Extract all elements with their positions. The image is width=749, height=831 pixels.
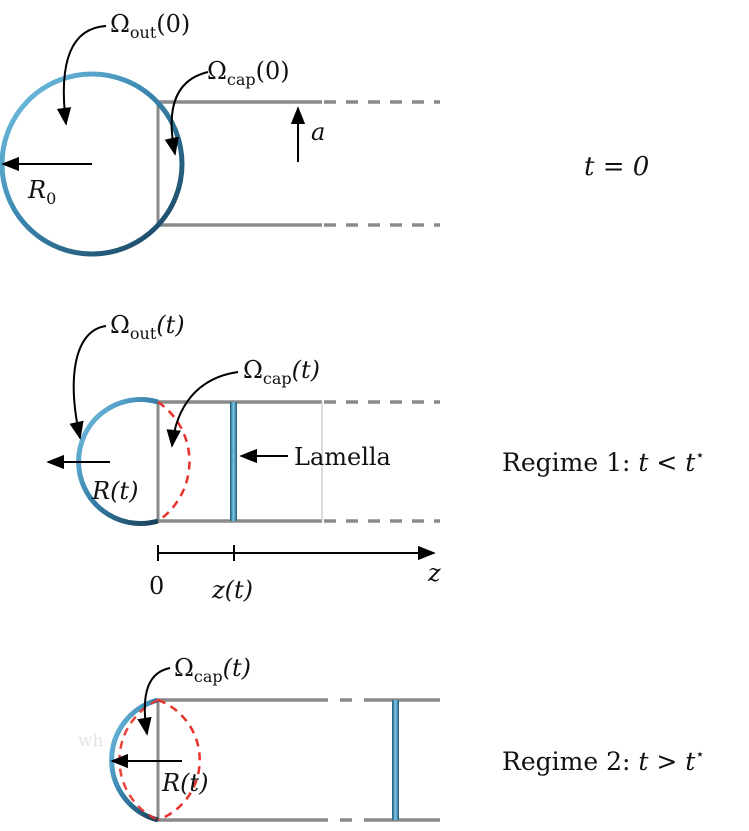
state-label-t0: t = 0 [584, 152, 649, 182]
z-axis: 0 z(t) z [149, 545, 441, 604]
omega-cap-label: Ωcap(t) [174, 654, 251, 686]
omega-out-pointer [69, 325, 107, 440]
stray-text: wh [78, 731, 104, 751]
z-axis-end-label: z [427, 559, 441, 587]
a-label: a [311, 118, 325, 146]
panel-t0: R0 a Ωout(0) Ωcap(0) t = 0 [0, 10, 649, 257]
panel-regime2: R(t) wh Ωcap(t) Regime 2: t > t⋆ [78, 654, 705, 823]
omega-cap-pointer [137, 667, 171, 736]
state-label-regime1: Regime 1: t < t⋆ [502, 446, 705, 477]
capillary-tube [156, 100, 440, 227]
lamella [230, 402, 237, 521]
omega-cap-pointer [164, 71, 209, 156]
lamella-label: Lamella [294, 443, 391, 471]
radius-label: R(t) [161, 769, 208, 797]
radius-label: R0 [27, 176, 56, 208]
state-label-regime2: Regime 2: t > t⋆ [502, 745, 705, 776]
omega-cap-pointer [166, 371, 239, 448]
omega-cap-label: Ωcap(t) [243, 356, 320, 388]
capillary-tube [156, 400, 440, 523]
omega-cap-label: Ωcap(0) [207, 57, 290, 89]
omega-out-label: Ωout(t) [110, 311, 185, 343]
radius-label: R(t) [91, 477, 138, 505]
cap-interface-dashed [157, 698, 201, 822]
cap-interface-dashed [157, 400, 191, 523]
panel-regime1: Lamella R(t) Ωout(t) Ωcap(t) 0 z(t) z Re… [46, 311, 705, 604]
z-axis-origin-label: 0 [149, 572, 164, 600]
lamella [392, 700, 399, 820]
omega-out-pointer [56, 25, 107, 126]
omega-out-label: Ωout(0) [110, 10, 190, 42]
z-axis-mark-label: z(t) [211, 576, 253, 604]
